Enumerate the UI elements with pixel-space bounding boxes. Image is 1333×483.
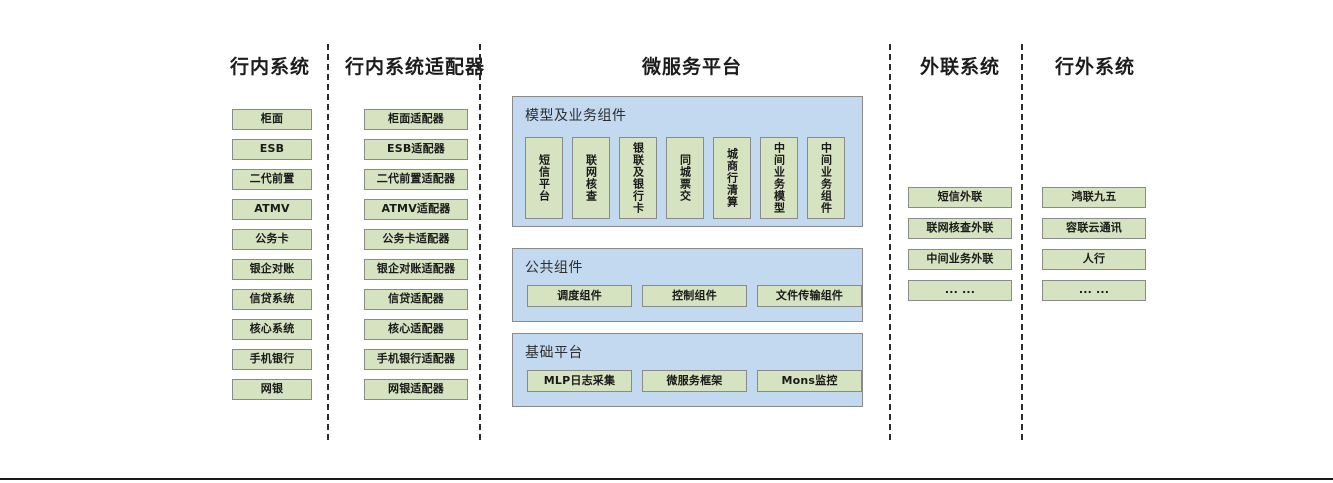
column-title-adapter: 行内系统适配器 xyxy=(344,56,485,78)
node-internal-3[interactable]: 二代前置 xyxy=(232,169,312,190)
divider-internal-adapter xyxy=(327,44,329,440)
node-external-2[interactable]: 联网核查外联 xyxy=(908,218,1012,239)
node-outside-1[interactable]: 鸿联九五 xyxy=(1042,187,1146,208)
bottom-divider xyxy=(0,478,1333,480)
node-adapter-5[interactable]: 公务卡适配器 xyxy=(364,229,468,250)
node-base-platform-3[interactable]: Mons监控 xyxy=(757,370,862,392)
node-internal-7[interactable]: 信贷系统 xyxy=(232,289,312,310)
node-adapter-6[interactable]: 银企对账适配器 xyxy=(364,259,468,280)
column-title-external-link: 外联系统 xyxy=(919,56,1000,78)
node-adapter-2[interactable]: ESB适配器 xyxy=(364,139,468,160)
node-model-component-6[interactable]: 中间业务模型 xyxy=(760,137,798,219)
node-public-component-2[interactable]: 控制组件 xyxy=(642,285,747,307)
node-external-1[interactable]: 短信外联 xyxy=(908,187,1012,208)
node-internal-2[interactable]: ESB xyxy=(232,139,312,160)
node-adapter-4[interactable]: ATMV适配器 xyxy=(364,199,468,220)
node-model-component-4[interactable]: 同城票交 xyxy=(666,137,704,219)
node-public-component-1[interactable]: 调度组件 xyxy=(527,285,632,307)
group-label-model-business: 模型及业务组件 xyxy=(525,108,627,124)
divider-platform-external xyxy=(889,44,891,440)
node-model-component-2[interactable]: 联网核查 xyxy=(572,137,610,219)
node-adapter-9[interactable]: 手机银行适配器 xyxy=(364,349,468,370)
node-internal-9[interactable]: 手机银行 xyxy=(232,349,312,370)
node-model-component-3[interactable]: 银联及银行卡 xyxy=(619,137,657,219)
node-internal-8[interactable]: 核心系统 xyxy=(232,319,312,340)
group-label-public: 公共组件 xyxy=(525,260,583,276)
node-model-component-5[interactable]: 城商行清算 xyxy=(713,137,751,219)
node-base-platform-1[interactable]: MLP日志采集 xyxy=(527,370,632,392)
node-adapter-8[interactable]: 核心适配器 xyxy=(364,319,468,340)
node-adapter-10[interactable]: 网银适配器 xyxy=(364,379,468,400)
node-adapter-1[interactable]: 柜面适配器 xyxy=(364,109,468,130)
node-internal-1[interactable]: 柜面 xyxy=(232,109,312,130)
node-outside-3[interactable]: 人行 xyxy=(1042,249,1146,270)
divider-external-outside xyxy=(1021,44,1023,440)
node-model-component-7[interactable]: 中间业务组件 xyxy=(807,137,845,219)
node-external-4[interactable]: ... ... xyxy=(908,280,1012,301)
node-base-platform-2[interactable]: 微服务框架 xyxy=(642,370,747,392)
node-outside-4[interactable]: ... ... xyxy=(1042,280,1146,301)
group-base-platform: 基础平台 MLP日志采集微服务框架 Mons监控 xyxy=(512,333,863,407)
column-title-outside: 行外系统 xyxy=(1054,56,1135,78)
node-external-3[interactable]: 中间业务外联 xyxy=(908,249,1012,270)
node-public-component-3[interactable]: 文件传输组件 xyxy=(757,285,862,307)
column-title-internal: 行内系统 xyxy=(229,56,310,78)
node-internal-10[interactable]: 网银 xyxy=(232,379,312,400)
node-model-component-1[interactable]: 短信平台 xyxy=(525,137,563,219)
group-label-base-platform: 基础平台 xyxy=(525,345,583,361)
group-model-business-components: 模型及业务组件 短信平台联网核查银联及银行卡同城票交城商行清算中间业务模型中间业… xyxy=(512,96,863,227)
node-internal-5[interactable]: 公务卡 xyxy=(232,229,312,250)
divider-adapter-platform xyxy=(479,44,481,440)
node-internal-4[interactable]: ATMV xyxy=(232,199,312,220)
group-public-components: 公共组件 调度组件控制组件文件传输组件 xyxy=(512,248,863,322)
column-title-platform: 微服务平台 xyxy=(641,56,742,78)
node-adapter-7[interactable]: 信贷适配器 xyxy=(364,289,468,310)
node-internal-6[interactable]: 银企对账 xyxy=(232,259,312,280)
node-outside-2[interactable]: 容联云通讯 xyxy=(1042,218,1146,239)
node-adapter-3[interactable]: 二代前置适配器 xyxy=(364,169,468,190)
